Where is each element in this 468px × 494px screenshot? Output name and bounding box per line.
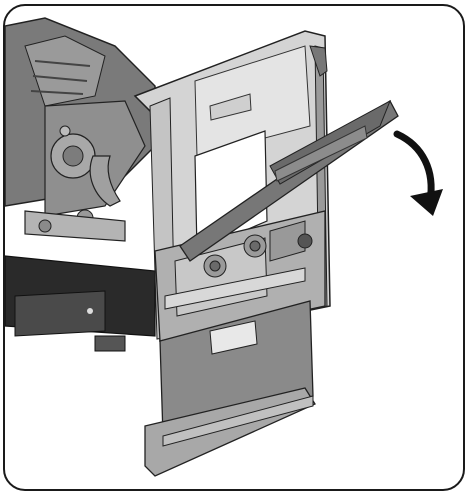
shoe-plate xyxy=(144,300,316,477)
motor-housing xyxy=(5,17,156,217)
angle-fence xyxy=(179,99,399,262)
illustration-frame xyxy=(3,4,465,491)
base-body xyxy=(5,255,156,352)
rotate-arrow-icon xyxy=(393,130,443,216)
adjust-lever xyxy=(24,155,126,242)
biscuit-joiner-illustration xyxy=(5,17,443,477)
